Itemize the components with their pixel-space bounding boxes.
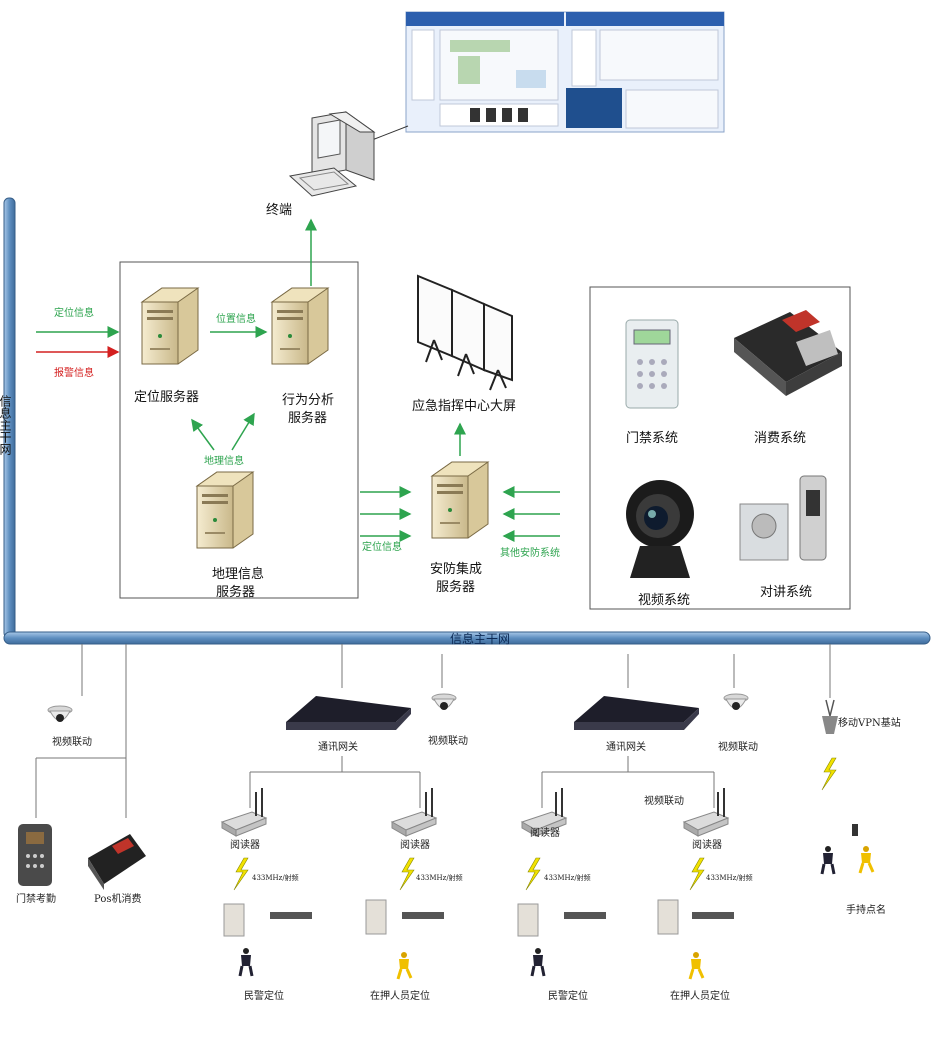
dome-camera-2-icon: [431, 693, 457, 711]
tag-bar-1: [270, 912, 312, 919]
monitor-screenshot: [405, 11, 725, 133]
freq-4-label: 433MHz/射频: [706, 873, 753, 882]
subsystems-box: [589, 286, 851, 610]
door-attendance-label: 门禁考勤: [16, 892, 56, 905]
police-locate-1-label: 民警定位: [244, 989, 284, 1002]
pos-terminal-icon: [734, 310, 842, 396]
geo-server-icon: [196, 471, 254, 549]
geo-info-label: 地理信息: [204, 454, 244, 467]
geo-to-behavior-arrow: [231, 412, 255, 451]
video-link-4-label: 视频联动: [644, 794, 684, 807]
horizontal-backbone-bus: [3, 631, 931, 645]
signal-bolt-2-icon: [399, 857, 415, 891]
other-security-label: 其他安防系统: [500, 546, 560, 559]
signal-bolt-1-icon: [233, 857, 249, 891]
police-2-icon: [530, 946, 546, 978]
webcam-icon: [626, 480, 694, 578]
big-screen-label: 应急指挥中心大屏: [412, 398, 516, 414]
tag-box-4: [657, 899, 679, 935]
behavior-server-icon: [271, 287, 329, 365]
signal-bolt-4-icon: [689, 857, 705, 891]
gateway-1-label: 通讯网关: [318, 740, 358, 753]
dome-camera-icon: [47, 705, 73, 723]
reader-1-label: 阅读器: [230, 838, 260, 851]
freq-2-label: 433MHz/射频: [416, 873, 463, 882]
video-link-2-label: 视频联动: [428, 734, 468, 747]
gateway-1-icon: [286, 696, 411, 730]
detainee-2-icon: [688, 950, 705, 981]
vertical-bus-label: 信息主干网: [0, 395, 12, 455]
detainee-locate-2-label: 在押人员定位: [670, 989, 730, 1002]
reader-2-label: 阅读器: [400, 838, 430, 851]
locate-info-2-label: 定位信息: [362, 540, 402, 553]
behavior-server-label-2: 服务器: [288, 410, 327, 426]
reader-3-label: 阅读器: [530, 826, 560, 839]
handheld-rollcall-label: 手持点名: [846, 903, 886, 916]
signal-bolt-vpn-icon: [821, 757, 837, 791]
vpn-station-label: 移动VPN基站: [838, 716, 901, 729]
gateway-2-label: 通讯网关: [606, 740, 646, 753]
tag-bar-3: [564, 912, 606, 919]
terminal-computer-icon: [288, 111, 376, 197]
pos-consume-label: Pos机消费: [94, 892, 141, 905]
locate-server-label: 定位服务器: [134, 389, 199, 405]
police-locate-2-label: 民警定位: [548, 989, 588, 1002]
handheld-detainee-icon: [858, 844, 875, 875]
police-1-icon: [238, 946, 254, 978]
horizontal-bus-label: 信息主干网: [450, 631, 510, 646]
gateway-2-icon: [574, 696, 699, 730]
tag-box-3: [517, 903, 539, 937]
tag-bar-2: [402, 912, 444, 919]
reader-1-icon: [221, 787, 267, 837]
video-system-label: 视频系统: [638, 593, 690, 608]
detainee-1-icon: [396, 950, 413, 981]
tag-box-2: [365, 899, 387, 935]
dome-camera-3-icon: [723, 693, 749, 711]
security-server-label-2: 服务器: [436, 579, 475, 595]
freq-1-label: 433MHz/射频: [252, 873, 299, 882]
security-server-icon: [431, 461, 489, 539]
access-system-label: 门禁系统: [626, 431, 678, 446]
geo-to-locate-arrow: [191, 418, 215, 451]
security-server-label-1: 安防集成: [430, 561, 482, 577]
locate-info-label: 定位信息: [54, 306, 94, 319]
behavior-server-label-1: 行为分析: [282, 393, 334, 408]
door-attendance-icon: [18, 824, 52, 886]
vpn-antenna-icon: [822, 699, 838, 734]
server-group-box: [119, 261, 359, 599]
tag-bar-4: [692, 912, 734, 919]
reader-4-icon: [683, 787, 729, 837]
detainee-locate-1-label: 在押人员定位: [370, 989, 430, 1002]
big-screen-icon: [417, 274, 513, 391]
intercom-icon: [739, 475, 827, 561]
consume-system-label: 消费系统: [754, 431, 806, 446]
video-link-3-label: 视频联动: [718, 740, 758, 753]
terminal-label: 终端: [266, 202, 292, 218]
access-control-keypad-icon: [625, 319, 679, 409]
signal-bolt-3-icon: [525, 857, 541, 891]
left-video-link-label: 视频联动: [52, 735, 92, 748]
intercom-system-label: 对讲系统: [760, 585, 812, 600]
alarm-info-label: 报警信息: [54, 366, 94, 379]
geo-server-label-1: 地理信息: [212, 566, 264, 582]
handheld-police-icon: [820, 844, 836, 876]
handheld-device-icon: [852, 824, 858, 836]
reader-4-label: 阅读器: [692, 838, 722, 851]
position-info-label: 位置信息: [216, 312, 256, 325]
locate-server-icon: [141, 287, 199, 365]
geo-server-label-2: 服务器: [216, 584, 255, 600]
tag-box-1: [223, 903, 245, 937]
pos-machine-icon: [88, 834, 146, 890]
freq-3-label: 433MHz/射频: [544, 873, 591, 882]
reader-2-icon: [391, 787, 437, 837]
